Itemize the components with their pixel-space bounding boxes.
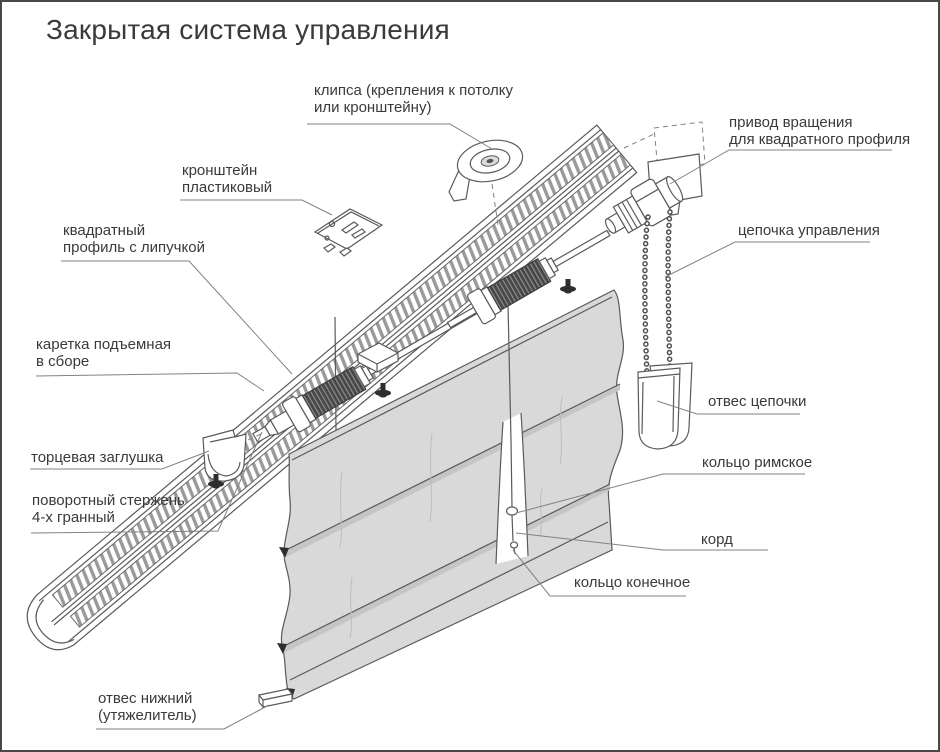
label-rod: поворотный стержень 4-х гранный	[32, 492, 185, 527]
leader-bottom-weight	[96, 704, 270, 730]
end-ring	[509, 541, 519, 549]
label-end-cap: торцевая заглушка	[31, 449, 164, 466]
leader-roman-ring	[515, 473, 805, 514]
rail-clamp	[357, 342, 399, 373]
label-drive: привод вращения для квадратного профиля	[729, 114, 911, 149]
leader-profile	[61, 260, 293, 375]
leader-bracket	[180, 199, 333, 216]
label-clip: клипса (крепления к потолку или кронштей…	[314, 82, 513, 117]
lift-carriage-right	[446, 229, 611, 329]
leader-end-ring	[512, 549, 686, 597]
chain-drive	[604, 176, 684, 234]
label-chain-weight: отвес цепочки	[708, 393, 807, 410]
label-cord: корд	[701, 531, 733, 548]
chain-weight	[637, 362, 693, 450]
leader-control-chain	[664, 241, 870, 278]
roman-ring	[505, 506, 519, 516]
leader-chain-weight	[656, 400, 800, 415]
bottom-weight-bar	[257, 688, 294, 708]
leader-lines	[30, 123, 892, 730]
fabric-panel	[277, 289, 625, 700]
leader-end-cap	[30, 450, 210, 470]
fixing-pin	[560, 279, 576, 294]
label-profile: квадратный профиль с липучкой	[63, 222, 205, 257]
label-carriage: каретка подъемная в сборе	[36, 336, 172, 371]
label-end-ring: кольцо конечное	[574, 574, 691, 591]
end-cap	[202, 429, 262, 489]
label-roman-ring: кольцо римское	[702, 454, 813, 471]
page-title: Закрытая система управления	[46, 14, 450, 45]
control-chain	[642, 209, 673, 379]
plastic-bracket	[313, 208, 384, 257]
ceiling-clip	[448, 139, 524, 226]
leader-clip	[307, 123, 493, 150]
lift-cord	[334, 303, 519, 555]
leader-carriage	[35, 372, 265, 392]
label-bracket: кронштейн пластиковый	[182, 162, 273, 197]
leader-drive	[669, 149, 892, 185]
label-control-chain: цепочка управления	[738, 222, 880, 239]
leader-cord	[515, 532, 768, 551]
label-bottom-weight: отвес нижний (утяжелитель)	[98, 690, 197, 725]
leader-rod	[30, 431, 263, 534]
fixing-pin	[375, 383, 391, 398]
